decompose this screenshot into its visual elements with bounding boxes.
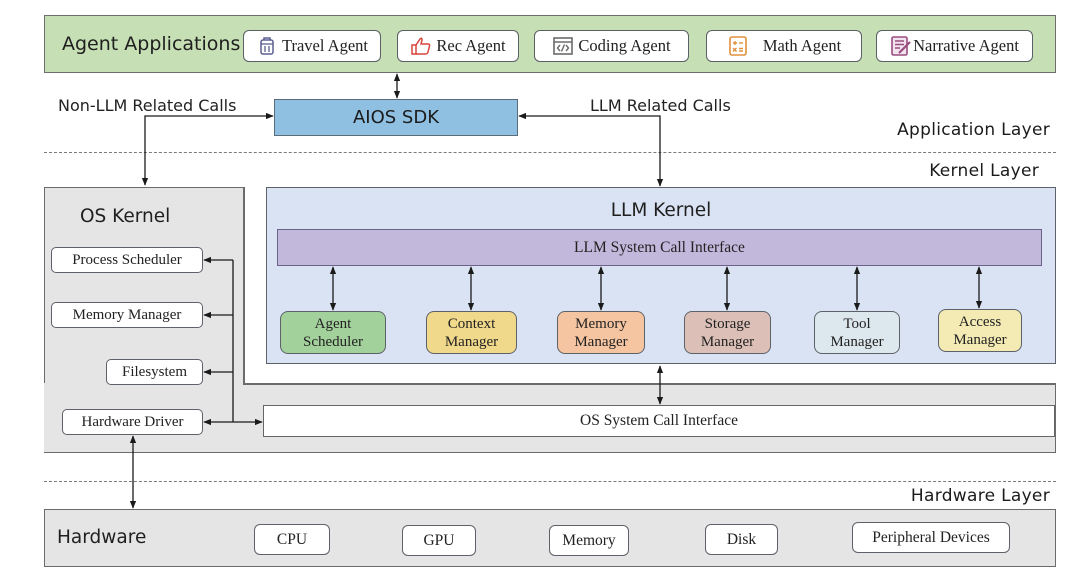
luggage-icon: [260, 37, 274, 55]
math-agent-button[interactable]: Math Agent: [706, 30, 862, 62]
travel-agent-button[interactable]: Travel Agent: [243, 30, 381, 62]
tool-manager-module[interactable]: Tool Manager: [814, 311, 900, 354]
os-kernel-title: OS Kernel: [80, 206, 171, 227]
llm-kernel-panel: [266, 187, 1056, 364]
aios-sdk-box[interactable]: AIOS SDK: [274, 99, 518, 136]
agent-label: Math Agent: [762, 36, 842, 55]
llm-calls-arrow: [518, 112, 664, 187]
cpu-box[interactable]: CPU: [254, 524, 330, 555]
memory-manager-box[interactable]: Memory Manager: [51, 302, 203, 328]
rec-agent-button[interactable]: Rec Agent: [397, 30, 519, 62]
os-system-call-interface[interactable]: OS System Call Interface: [263, 405, 1055, 437]
filesystem-box[interactable]: Filesystem: [106, 359, 203, 385]
llm-calls-label: LLM Related Calls: [590, 96, 731, 115]
thumbs-up-icon: [411, 37, 431, 55]
gpu-box[interactable]: GPU: [402, 525, 476, 556]
hardware-layer-label: Hardware Layer: [910, 486, 1050, 506]
peripheral-devices-box[interactable]: Peripheral Devices: [852, 522, 1010, 553]
hardware-driver-box[interactable]: Hardware Driver: [62, 409, 203, 435]
storage-manager-module[interactable]: Storage Manager: [684, 311, 771, 354]
code-window-icon: [553, 37, 574, 55]
memory-box[interactable]: Memory: [549, 525, 629, 556]
non-llm-calls-arrow: [141, 112, 274, 186]
agent-applications-title: Agent Applications: [62, 33, 241, 55]
hardware-title: Hardware: [57, 527, 147, 548]
application-layer-label: Application Layer: [897, 120, 1050, 140]
kernel-layer-label: Kernel Layer: [929, 161, 1039, 181]
agent-label: Narrative Agent: [913, 36, 1019, 55]
coding-agent-button[interactable]: Coding Agent: [534, 30, 689, 62]
agent-label: Rec Agent: [436, 36, 506, 55]
process-scheduler-box[interactable]: Process Scheduler: [51, 247, 203, 273]
document-pen-icon: [891, 36, 911, 56]
context-manager-module[interactable]: Context Manager: [426, 311, 517, 354]
application-kernel-divider: [44, 152, 1056, 153]
os-kernel-edge: [243, 187, 245, 384]
os-kernel-edge: [243, 383, 1056, 385]
memory-manager-module[interactable]: Memory Manager: [557, 311, 645, 354]
agent-scheduler-module[interactable]: Agent Scheduler: [280, 311, 386, 354]
calculator-icon: [729, 36, 747, 56]
agent-label: Coding Agent: [578, 36, 671, 55]
access-manager-module[interactable]: Access Manager: [938, 309, 1022, 352]
kernel-hardware-divider: [44, 481, 1056, 482]
non-llm-calls-label: Non-LLM Related Calls: [58, 96, 237, 115]
llm-system-call-interface[interactable]: LLM System Call Interface: [277, 229, 1042, 266]
agent-label: Travel Agent: [281, 36, 368, 55]
disk-box[interactable]: Disk: [705, 524, 778, 555]
narrative-agent-button[interactable]: Narrative Agent: [876, 30, 1033, 62]
llm-kernel-title: LLM Kernel: [610, 200, 712, 221]
